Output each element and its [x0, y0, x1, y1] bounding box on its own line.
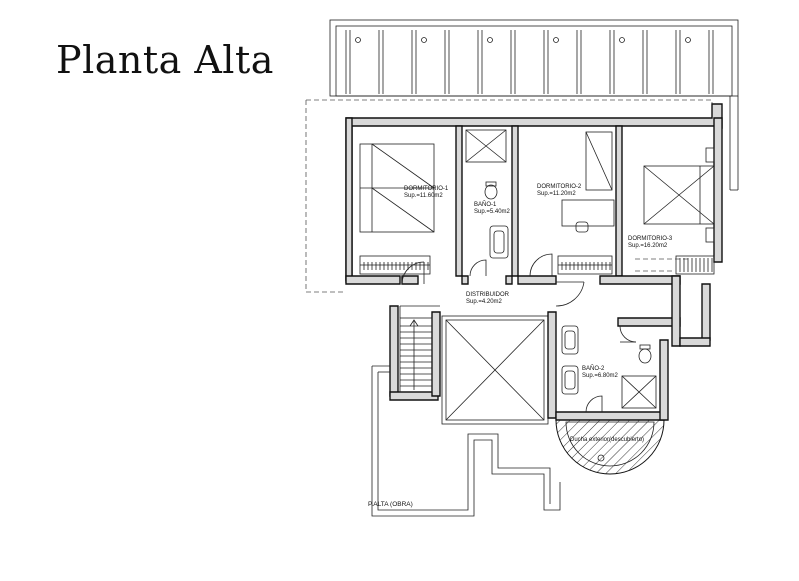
page-title: Planta Alta — [56, 38, 274, 82]
bano-2-block — [547, 275, 681, 421]
dormitorio-3-furniture — [643, 147, 715, 243]
doors — [401, 261, 637, 343]
room-area-bano-2: Sup.=6.80m2 — [582, 373, 619, 379]
terrace-outline — [371, 365, 561, 517]
right-wall — [675, 255, 715, 347]
room-name-dormitorio-2: DORMITORIO-2 — [537, 184, 582, 190]
plan-label: P.ALTA (OBRA) — [368, 501, 413, 508]
room-name-bano-1: BAÑO-1 — [474, 201, 497, 208]
pergola — [329, 19, 739, 191]
room-name-dormitorio-3: DORMITORIO-3 — [628, 236, 673, 242]
room-area-dormitorio-3: Sup.=16.20m2 — [628, 243, 668, 249]
room-name-dormitorio-1: DORMITORIO-1 — [404, 186, 449, 192]
exterior-walls — [345, 103, 723, 285]
room-area-distribuidor: Sup.=4.20m2 — [466, 299, 503, 305]
lower-floor-outline — [305, 99, 713, 293]
bano-1-fixtures — [465, 129, 509, 277]
stair-block — [389, 305, 441, 401]
room-area-dormitorio-2: Sup.=11.20m2 — [537, 191, 576, 197]
room-name-bano-2: BAÑO-2 — [582, 365, 605, 372]
dormitorio-2-furniture — [529, 131, 615, 277]
ducha-label: Ducha exterior(descubierto) — [570, 437, 644, 443]
room-area-bano-1: Sup.=5.40m2 — [474, 209, 511, 215]
room-name-distribuidor: DISTRIBUIDOR — [466, 292, 510, 298]
room-labels: DORMITORIO-1 Sup.=11.60m2 BAÑO-1 Sup.=5.… — [368, 184, 673, 508]
void-opening — [441, 315, 549, 425]
shower-terrace — [555, 419, 665, 475]
room-area-dormitorio-1: Sup.=11.60m2 — [404, 193, 443, 199]
dormitorio-1-furniture — [359, 143, 435, 275]
